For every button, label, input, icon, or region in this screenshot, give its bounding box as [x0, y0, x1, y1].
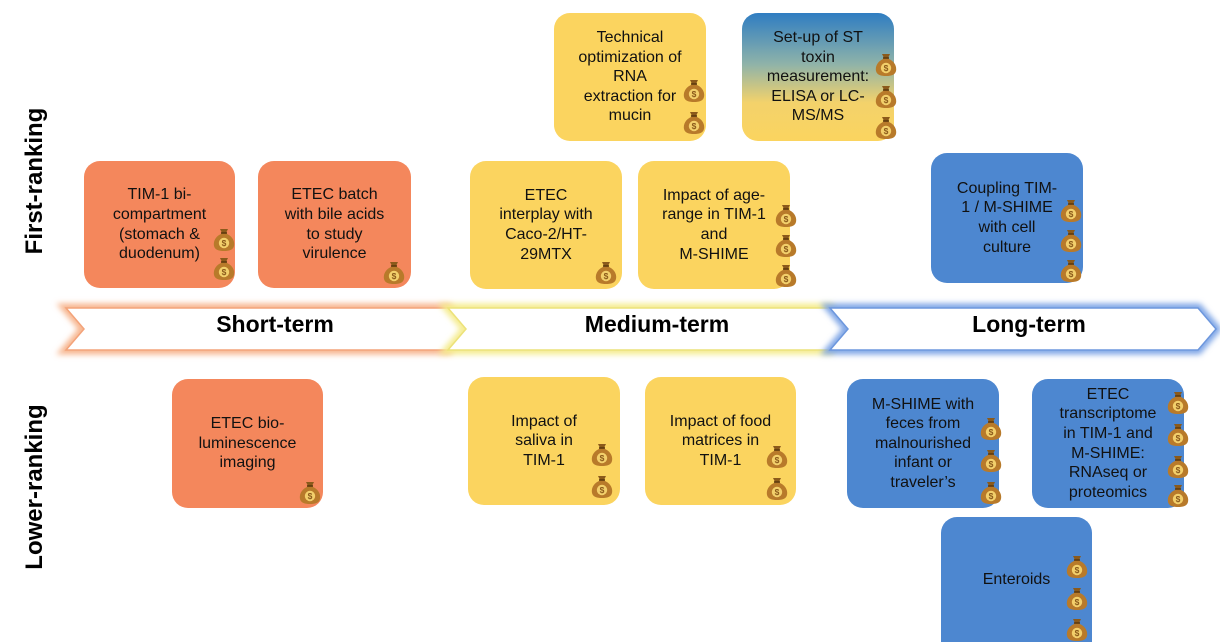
box-st-toxin: Set-up of ST toxin measurement: ELISA or… — [742, 13, 894, 141]
box-transcriptome: ETEC transcriptome in TIM-1 and M-SHIME:… — [1032, 379, 1184, 508]
money-bag-icon — [874, 51, 898, 77]
money-bag-icon — [1166, 482, 1190, 508]
box-etec-batch-bile: ETEC batch with bile acids to study viru… — [258, 161, 411, 288]
box-food-matrices: Impact of food matrices in TIM-1 — [645, 377, 796, 505]
money-bag-icon — [774, 232, 798, 258]
box-food-matrices-text: Impact of food matrices in TIM-1 — [669, 412, 772, 469]
box-transcriptome-text: ETEC transcriptome in TIM-1 and M-SHIME:… — [1059, 385, 1157, 501]
money-bag-icon — [979, 479, 1003, 505]
money-bag-icon — [1065, 553, 1089, 579]
money-bag-icon — [1166, 453, 1190, 479]
medium-term-label: Medium-term — [584, 311, 730, 337]
box-enteroids-text: Enteroids — [982, 570, 1051, 588]
box-st-toxin-text: Set-up of ST toxin measurement: ELISA or… — [766, 29, 870, 125]
box-etec-batch-bile-text: ETEC batch with bile acids to study viru… — [284, 186, 385, 263]
lower-ranking-label: Lower-ranking — [21, 404, 48, 570]
box-enteroids: Enteroids — [941, 517, 1092, 642]
money-bag-icon — [765, 443, 789, 469]
money-bag-icon — [874, 114, 898, 140]
money-bag-icon — [212, 226, 236, 252]
box-saliva: Impact of saliva in TIM-1 — [468, 377, 620, 505]
box-caco2-interplay: ETEC interplay with Caco-2/HT- 29MTX — [470, 161, 622, 289]
money-bag-icon — [774, 262, 798, 288]
first-ranking-label: First-ranking — [21, 107, 48, 255]
money-bag-icon — [594, 259, 618, 285]
box-mshime-feces: M-SHIME with feces from malnourished inf… — [847, 379, 999, 508]
money-bag-icon — [1059, 227, 1083, 253]
money-bag-icon — [1166, 389, 1190, 415]
box-tim1-bi-compartment-text: TIM-1 bi- compartment (stomach & duodenu… — [112, 186, 207, 263]
box-rna-extraction-text: Technical optimization of RNA extraction… — [578, 29, 682, 125]
box-mshime-feces-text: M-SHIME with feces from malnourished inf… — [871, 395, 975, 491]
money-bag-icon — [1065, 616, 1089, 642]
money-bag-icon — [682, 109, 706, 135]
money-bag-icon — [1166, 421, 1190, 447]
long-term-label: Long-term — [972, 311, 1086, 337]
box-bioluminescence: ETEC bio- luminescence imaging — [172, 379, 323, 508]
money-bag-icon — [298, 479, 322, 505]
box-saliva-text: Impact of saliva in TIM-1 — [511, 412, 577, 469]
box-coupling-cell-culture-text: Coupling TIM- 1 / M-SHIME with cell cult… — [956, 179, 1058, 256]
money-bag-icon — [979, 447, 1003, 473]
box-rna-extraction: Technical optimization of RNA extraction… — [554, 13, 706, 141]
money-bag-icon — [765, 475, 789, 501]
box-caco2-interplay-text: ETEC interplay with Caco-2/HT- 29MTX — [499, 186, 593, 263]
money-bag-icon — [590, 441, 614, 467]
long-term-arrow — [820, 303, 1220, 355]
money-bag-icon — [682, 77, 706, 103]
money-bag-icon — [1065, 585, 1089, 611]
money-bag-icon — [979, 415, 1003, 441]
box-coupling-cell-culture: Coupling TIM- 1 / M-SHIME with cell cult… — [931, 153, 1083, 283]
box-bioluminescence-text: ETEC bio- luminescence imaging — [198, 415, 297, 472]
money-bag-icon — [590, 473, 614, 499]
box-age-range-text: Impact of age- range in TIM-1 and M-SHIM… — [662, 186, 766, 263]
money-bag-icon — [1059, 197, 1083, 223]
box-age-range: Impact of age- range in TIM-1 and M-SHIM… — [638, 161, 790, 289]
money-bag-icon — [774, 202, 798, 228]
money-bag-icon — [382, 259, 406, 285]
money-bag-icon — [874, 83, 898, 109]
money-bag-icon — [212, 255, 236, 281]
money-bag-icon — [1059, 257, 1083, 283]
short-term-label: Short-term — [216, 311, 334, 337]
box-tim1-bi-compartment: TIM-1 bi- compartment (stomach & duodenu… — [84, 161, 235, 288]
